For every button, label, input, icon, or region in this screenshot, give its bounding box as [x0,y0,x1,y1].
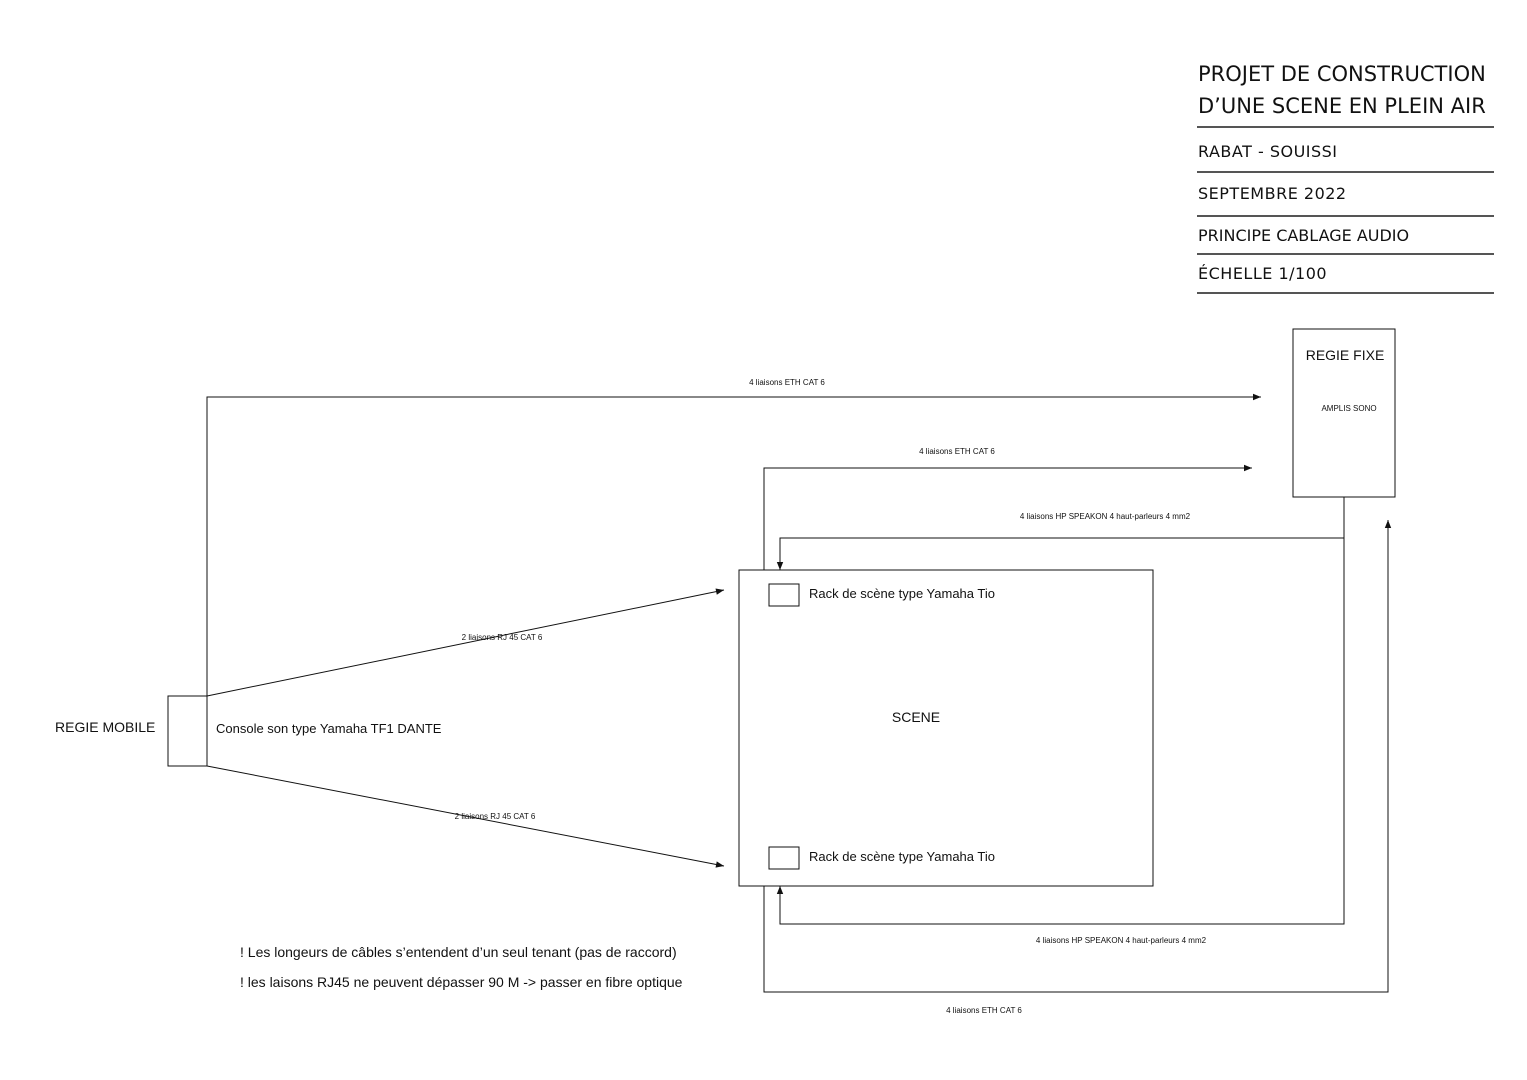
subject-text: PRINCIPE CABLAGE AUDIO [1198,226,1409,245]
amplis-sono-label: AMPLIS SONO [1321,404,1376,413]
rj45-bottom-link [206,765,725,868]
eth-bottom-link [763,520,1392,993]
scale-text: ÉCHELLE 1/100 [1198,264,1327,283]
rack-top-label: Rack de scène type Yamaha Tio [809,586,995,601]
eth-top-link [206,393,1261,696]
rack-bottom-box [768,846,800,870]
note-1: ! Les longeurs de câbles s’entendent d’u… [240,944,677,960]
hp-bottom-label: 4 liaisons HP SPEAKON 4 haut-parleurs 4 … [1036,936,1207,945]
regie-mobile-box [167,695,208,767]
title-block: PROJET DE CONSTRUCTION D’UNE SCENE EN PL… [1197,62,1494,294]
regie-mobile-label: REGIE MOBILE [55,719,155,735]
eth-mid-label: 4 liaisons ETH CAT 6 [919,447,995,456]
rack-top-box [768,583,800,607]
scene-label: SCENE [892,709,940,725]
rj45-top-label: 2 liaisons RJ 45 CAT 6 [462,633,543,642]
scene-box [738,569,1154,887]
regie-fixe-label: REGIE FIXE [1306,347,1385,363]
title-line-2: D’UNE SCENE EN PLEIN AIR [1198,94,1486,118]
eth-mid-link [763,464,1252,570]
title-line-1: PROJET DE CONSTRUCTION [1198,62,1486,86]
note-2: ! les laisons RJ45 ne peuvent dépasser 9… [240,974,683,990]
eth-top-label: 4 liaisons ETH CAT 6 [749,378,825,387]
eth-bottom-label: 4 liaisons ETH CAT 6 [946,1006,1022,1015]
console-label: Console son type Yamaha TF1 DANTE [216,721,442,736]
hp-top-link [776,497,1345,570]
location-text: RABAT - SOUISSI [1198,142,1338,161]
hp-bottom-link [776,538,1345,925]
rack-bottom-label: Rack de scène type Yamaha Tio [809,849,995,864]
date-text: SEPTEMBRE 2022 [1198,184,1347,203]
rj45-bottom-label: 2 liaisons RJ 45 CAT 6 [455,812,536,821]
rj45-top-link [206,588,725,697]
hp-top-label: 4 liaisons HP SPEAKON 4 haut-parleurs 4 … [1020,512,1191,521]
